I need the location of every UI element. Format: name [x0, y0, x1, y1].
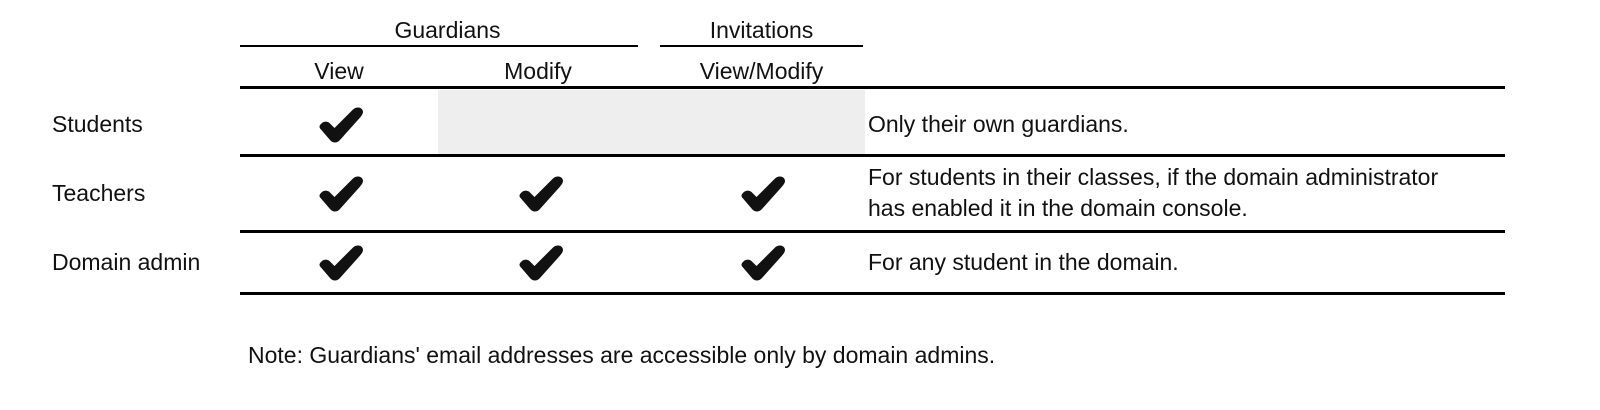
row-label-students: Students [52, 111, 143, 137]
column-group-guardians-label: Guardians [394, 17, 501, 43]
rule-group-invitations [660, 45, 863, 47]
row-label-domain-admin: Domain admin [52, 249, 201, 275]
checkmark-domain-admin-invitations-view-modify [736, 242, 788, 282]
rule-row-students-bottom [240, 154, 1505, 157]
row-description-teachers-line1: For students in their classes, if the do… [868, 164, 1439, 190]
rule-group-guardians [240, 45, 638, 47]
checkmark-domain-admin-guardians-modify [514, 242, 566, 282]
rule-table-bottom [240, 292, 1505, 295]
row-description-teachers-line2: has enabled it in the domain console. [868, 195, 1248, 221]
row-description-students: Only their own guardians. [868, 111, 1129, 137]
column-header-invitations-view-modify: View/Modify [699, 58, 824, 84]
checkmark-teachers-invitations-view-modify [736, 173, 788, 213]
table-note: Note: Guardians' email addresses are acc… [248, 342, 996, 368]
checkmark-teachers-guardians-view [314, 173, 366, 213]
checkmark-teachers-guardians-modify [514, 173, 566, 213]
rule-header-bottom [240, 86, 1505, 89]
rule-row-teachers-bottom [240, 230, 1505, 233]
column-header-guardians-view: View [314, 58, 364, 84]
checkmark-domain-admin-guardians-view [314, 242, 366, 282]
row-label-teachers: Teachers [52, 180, 146, 206]
column-group-invitations-label: Invitations [709, 17, 814, 43]
checkmark-students-guardians-view [314, 104, 366, 144]
shaded-unavailable-cell [438, 90, 865, 155]
row-description-domain-admin: For any student in the domain. [868, 249, 1179, 275]
column-header-guardians-modify: Modify [504, 58, 572, 84]
